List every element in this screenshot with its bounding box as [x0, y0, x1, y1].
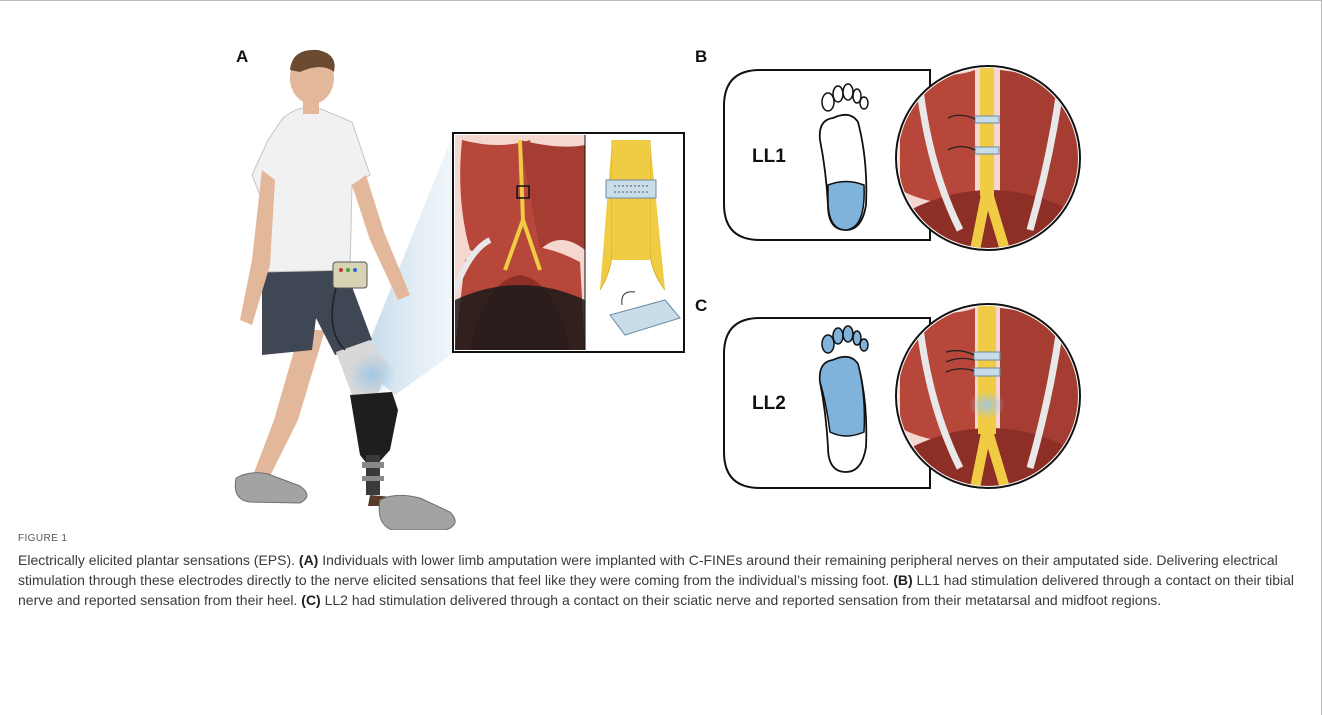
caption-text: Electrically elicited plantar sensations…	[18, 550, 1308, 610]
caption-tag-b: (B)	[893, 572, 912, 588]
figure-illustration	[0, 0, 1322, 530]
subject-label-ll2: LL2	[752, 393, 786, 415]
walking-person-figure	[235, 50, 455, 530]
caption-tag-a: (A)	[299, 552, 318, 568]
tibial-nerve-zoom-inset	[453, 133, 684, 352]
cuff-electrode	[606, 180, 656, 198]
panel-label-a: A	[236, 47, 248, 67]
caption-tag-c: (C)	[301, 592, 320, 608]
heel-sensation-area	[828, 182, 864, 231]
stimulation-glow	[348, 353, 396, 397]
figure-label: FIGURE 1	[18, 533, 1308, 544]
left-shoe	[235, 473, 307, 503]
figure-caption: FIGURE 1 Electrically elicited plantar s…	[18, 533, 1308, 610]
prosthetic-pylon	[366, 455, 380, 495]
stimulator-device	[333, 262, 367, 288]
panel-label-b: B	[695, 47, 707, 67]
right-shoe	[379, 495, 455, 530]
caption-text-c: LL2 had stimulation delivered through a …	[325, 592, 1162, 608]
panel-label-c: C	[695, 296, 707, 316]
caption-title: Electrically elicited plantar sensations…	[18, 552, 295, 568]
subject-label-ll1: LL1	[752, 146, 786, 168]
